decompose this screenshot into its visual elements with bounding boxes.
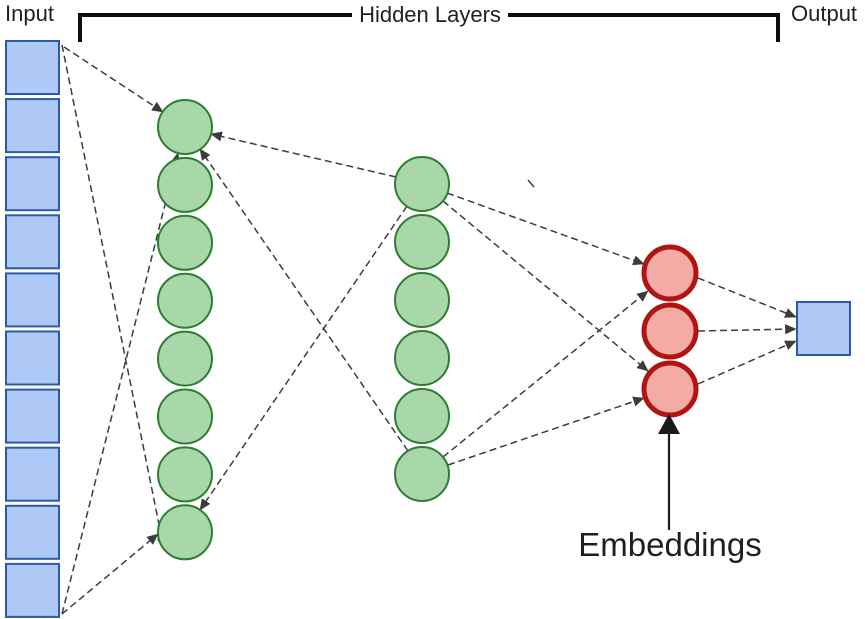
output-label: Output xyxy=(791,1,858,26)
input-layer-node xyxy=(5,40,60,95)
input-layer-node xyxy=(5,214,60,270)
input-layer-node xyxy=(5,156,60,212)
input-layer-node xyxy=(5,504,60,560)
connector-line xyxy=(446,192,645,266)
hidden-layers-bracket xyxy=(78,13,780,42)
hidden-layer-2-node xyxy=(394,388,450,444)
input-layer-node xyxy=(5,272,60,328)
hidden-layer-2-node xyxy=(394,156,450,212)
connector-line xyxy=(210,131,397,178)
hidden-layer-1-node xyxy=(157,156,213,213)
connector-line xyxy=(61,152,181,615)
hidden-layer-1-node xyxy=(157,330,213,387)
hidden-layer-1-node xyxy=(157,272,213,329)
hidden-layer-1-node xyxy=(157,99,213,155)
connector-line xyxy=(61,533,159,615)
connector-line xyxy=(199,205,408,511)
connector-line xyxy=(447,396,645,466)
embedding-layer-node xyxy=(641,244,699,302)
pointer-arrowhead xyxy=(658,414,680,434)
input-layer-node xyxy=(5,330,60,386)
hidden-layer-2-node xyxy=(394,446,450,502)
hidden-layer-1-node xyxy=(157,446,213,503)
input-layer-node xyxy=(5,562,60,618)
connector-line xyxy=(199,148,409,452)
embedding-layer-node xyxy=(641,302,699,360)
hidden-layer-1-node xyxy=(157,504,213,561)
connector-line xyxy=(697,340,797,385)
output-layer-node xyxy=(796,301,851,356)
embeddings-label: Embeddings xyxy=(578,526,762,563)
connection-lines xyxy=(61,44,797,615)
stray-mark xyxy=(527,179,535,188)
hidden-layers-label: Hidden Layers xyxy=(359,2,501,27)
input-layer-node xyxy=(5,446,60,502)
embedding-layer-node xyxy=(641,360,699,418)
connector-line xyxy=(697,277,797,318)
embeddings-pointer-arrow xyxy=(658,414,680,530)
hidden-layer-2-node xyxy=(394,330,450,386)
connector-line xyxy=(63,46,164,113)
connector-line xyxy=(697,324,797,335)
input-layer-node xyxy=(5,388,60,444)
hidden-layer-2-node xyxy=(394,214,450,270)
hidden-layer-1-node xyxy=(157,388,213,445)
input-label: Input xyxy=(5,1,54,26)
input-layer-node xyxy=(5,98,60,154)
hidden-layer-2-node xyxy=(394,272,450,328)
hidden-layer-1-node xyxy=(157,214,213,271)
connector-line xyxy=(61,44,167,550)
connector-line xyxy=(442,200,649,372)
layer-nodes xyxy=(5,40,851,618)
